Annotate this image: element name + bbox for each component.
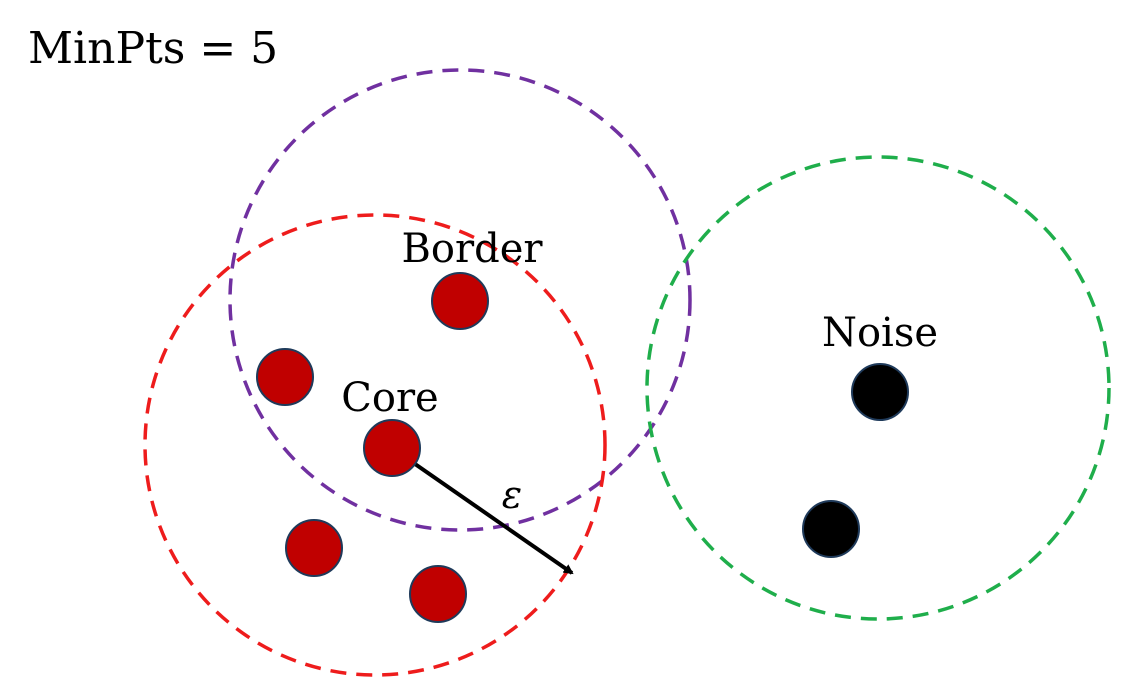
cluster-point (256, 348, 314, 406)
noise-point (851, 363, 909, 421)
noise-neighborhood-circle (645, 155, 1111, 621)
core-point (363, 419, 421, 477)
epsilon-label: ε (502, 473, 522, 517)
cluster-point (409, 565, 467, 623)
noise-label: Noise (822, 310, 938, 356)
core-label: Core (341, 375, 438, 421)
border-neighborhood-circle (228, 68, 692, 532)
epsilon-arrow (390, 446, 574, 575)
minpts-label: MinPts = 5 (28, 23, 278, 74)
border-label: Border (402, 226, 544, 272)
cluster-point (285, 519, 343, 577)
core-neighborhood-circle (143, 213, 607, 677)
noise-point (802, 500, 860, 558)
border-point (431, 272, 489, 330)
